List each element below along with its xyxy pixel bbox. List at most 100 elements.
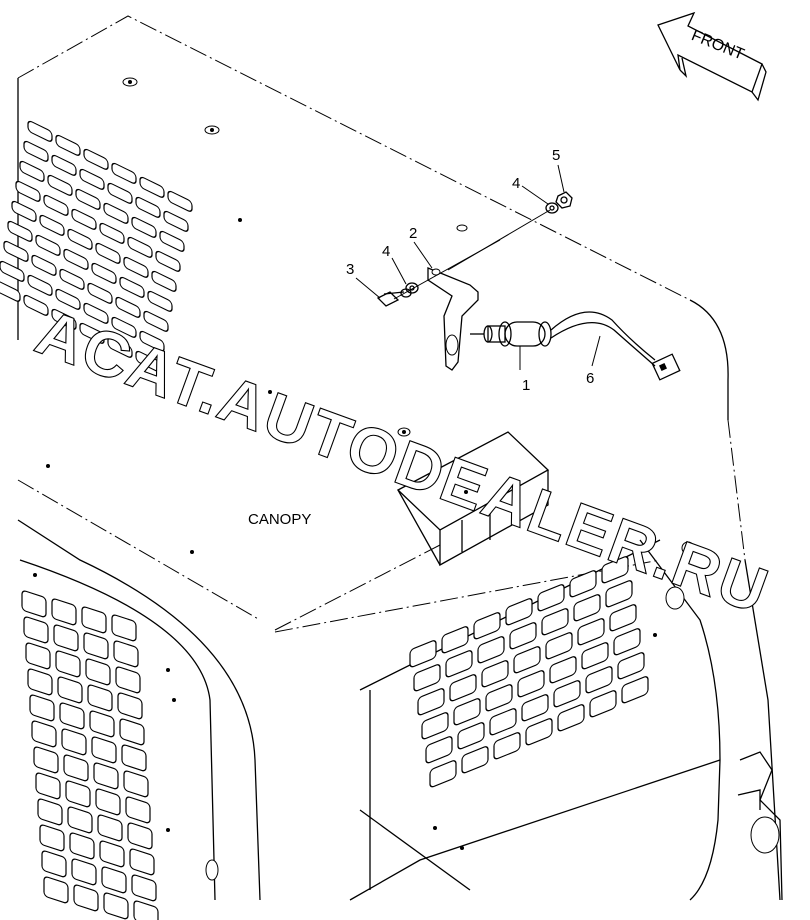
grille-cell: [151, 270, 177, 292]
grille-cell: [609, 604, 637, 632]
grille-cell: [47, 174, 73, 196]
grille-cell: [129, 848, 155, 876]
grille-cell: [69, 832, 95, 860]
grille-cell: [413, 664, 441, 692]
grille-cell: [135, 350, 161, 372]
grille-cell: [43, 876, 69, 904]
grille-cell: [61, 728, 87, 756]
grille-cell: [131, 216, 157, 238]
grille-cell: [83, 302, 109, 324]
left-grille: [21, 590, 159, 920]
grille-cell: [473, 612, 501, 640]
callouts: 1 2 3 4 4 5 6: [346, 147, 594, 394]
grille-cell: [85, 658, 111, 686]
grille-cell: [505, 598, 533, 626]
grille-cell: [15, 180, 41, 202]
grille-cell: [87, 282, 113, 304]
grille-cell: [589, 690, 617, 718]
grille-cell: [601, 556, 629, 584]
grille-cell: [453, 698, 481, 726]
grille-cell: [449, 674, 477, 702]
grille-cell: [155, 250, 181, 272]
canopy-label: CANOPY: [248, 511, 311, 528]
grille-cell: [131, 874, 157, 902]
grille-cell: [125, 796, 151, 824]
callout-3: 3: [346, 261, 354, 278]
grille-cell: [79, 168, 105, 190]
grille-cell: [19, 160, 45, 182]
grille-cell: [493, 732, 521, 760]
grille-cell: [445, 650, 473, 678]
grille-cell: [409, 640, 437, 668]
grille-cell: [163, 210, 189, 232]
grille-cell: [617, 652, 645, 680]
grille-cell: [489, 708, 517, 736]
grille-cell: [429, 760, 457, 788]
grille-cell: [0, 280, 21, 302]
part-harness: [550, 311, 681, 381]
grille-cell: [51, 598, 77, 626]
grille-cell: [577, 618, 605, 646]
grille-cell: [93, 762, 119, 790]
grille-cell: [29, 694, 55, 722]
grille-cell: [89, 710, 115, 738]
grille-cell: [53, 624, 79, 652]
canopy-outline: [17, 15, 783, 901]
callout-2: 2: [409, 225, 417, 242]
grille-cell: [67, 806, 93, 834]
grille-cell: [83, 148, 109, 170]
part-switch: [470, 321, 552, 347]
grille-cell: [97, 814, 123, 842]
grille-cell: [525, 718, 553, 746]
grille-cell: [123, 256, 149, 278]
grille-cell: [119, 718, 145, 746]
grille-cell: [425, 736, 453, 764]
grille-cell: [31, 720, 57, 748]
grille-cell: [25, 642, 51, 670]
grille-cell: [55, 650, 81, 678]
grille-cell: [0, 260, 25, 282]
grille-cell: [139, 330, 165, 352]
grille-cell: [111, 614, 137, 642]
grille-cell: [585, 666, 613, 694]
grille-cell: [23, 294, 49, 316]
grille-cell: [51, 154, 77, 176]
grille-cell: [107, 336, 133, 358]
grille-cell: [43, 194, 69, 216]
grille-cell: [541, 608, 569, 636]
grille-cell: [613, 628, 641, 656]
grille-cell: [441, 626, 469, 654]
grille-cell: [71, 208, 97, 230]
grille-cell: [115, 666, 141, 694]
grille-cell: [103, 892, 129, 920]
grille-cell: [573, 594, 601, 622]
grille-cell: [37, 798, 63, 826]
grille-cell: [553, 680, 581, 708]
grille-cell: [27, 120, 53, 142]
grille-cell: [79, 322, 105, 344]
grille-cell: [75, 188, 101, 210]
grille-cell: [485, 684, 513, 712]
grille-cell: [159, 230, 185, 252]
grille-cell: [39, 824, 65, 852]
grille-cell: [55, 134, 81, 156]
grille-cell: [35, 234, 61, 256]
leader-lines: [355, 164, 601, 370]
grille-cell: [569, 570, 597, 598]
grille-cell: [121, 744, 147, 772]
grille-cell: [521, 694, 549, 722]
grille-cell: [115, 296, 141, 318]
grille-cell: [51, 308, 77, 330]
grille-cell: [107, 182, 133, 204]
grille-cell: [55, 288, 81, 310]
grille-cell: [27, 274, 53, 296]
grille-cell: [139, 176, 165, 198]
grille-cell: [127, 236, 153, 258]
grille-cell: [549, 656, 577, 684]
grille-cell: [457, 722, 485, 750]
front-arrow-icon: FRONT: [657, 11, 767, 102]
grille-cell: [23, 616, 49, 644]
grille-cell: [119, 276, 145, 298]
grille-cell: [59, 268, 85, 290]
callout-1: 1: [522, 377, 530, 394]
